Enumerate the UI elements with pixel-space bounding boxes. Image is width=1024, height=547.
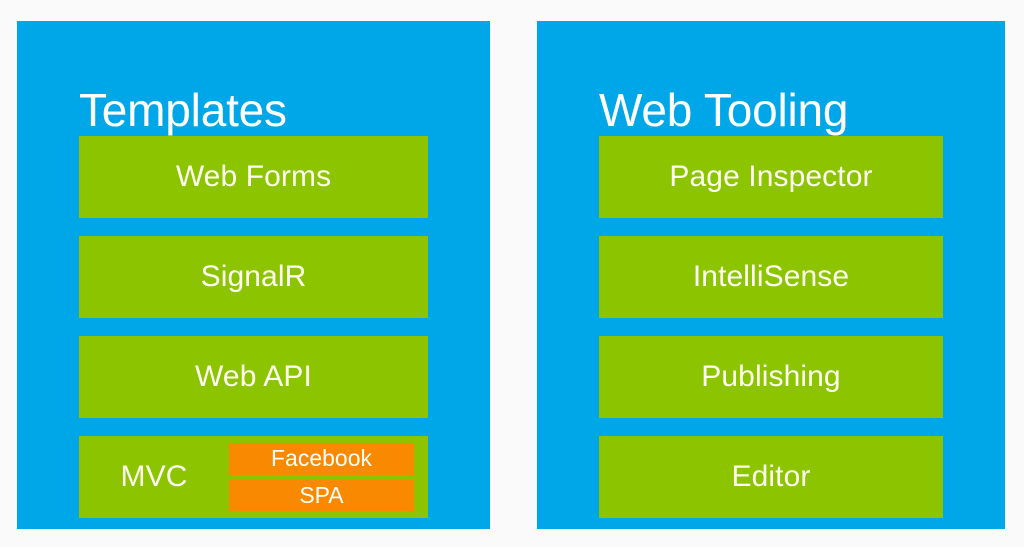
item-label-intellisense: IntelliSense — [692, 260, 850, 293]
panel-title-web-tooling: Web Tooling — [599, 83, 849, 136]
item-label-web-forms: Web Forms — [175, 160, 332, 193]
panel-web-tooling: Web Tooling Page Inspector IntelliSense … — [537, 21, 1005, 529]
item-editor[interactable]: Editor — [599, 436, 943, 518]
item-mvc-main: MVC — [79, 462, 229, 492]
item-label-publishing: Publishing — [701, 360, 841, 393]
item-web-api[interactable]: Web API — [79, 336, 428, 418]
item-mvc-subitems: Facebook SPA — [229, 443, 414, 511]
item-label-signalr: SignalR — [200, 260, 307, 293]
panel-title-templates: Templates — [79, 83, 287, 136]
item-web-forms[interactable]: Web Forms — [79, 136, 428, 218]
subitem-label-facebook: Facebook — [270, 445, 372, 472]
panel-templates: Templates Web Forms SignalR Web API MVC … — [17, 21, 490, 529]
item-label-mvc: MVC — [120, 460, 188, 493]
subitem-spa[interactable]: SPA — [229, 479, 414, 511]
item-label-editor: Editor — [731, 460, 811, 493]
item-list-templates: Web Forms SignalR Web API MVC Facebook S… — [79, 136, 428, 518]
subitem-label-spa: SPA — [299, 481, 344, 508]
item-signalr[interactable]: SignalR — [79, 236, 428, 318]
item-page-inspector[interactable]: Page Inspector — [599, 136, 943, 218]
item-intellisense[interactable]: IntelliSense — [599, 236, 943, 318]
item-label-page-inspector: Page Inspector — [669, 160, 873, 193]
item-publishing[interactable]: Publishing — [599, 336, 943, 418]
item-mvc[interactable]: MVC Facebook SPA — [79, 436, 428, 518]
item-list-web-tooling: Page Inspector IntelliSense Publishing E… — [599, 136, 943, 518]
item-label-web-api: Web API — [195, 360, 312, 393]
subitem-facebook[interactable]: Facebook — [229, 443, 414, 475]
